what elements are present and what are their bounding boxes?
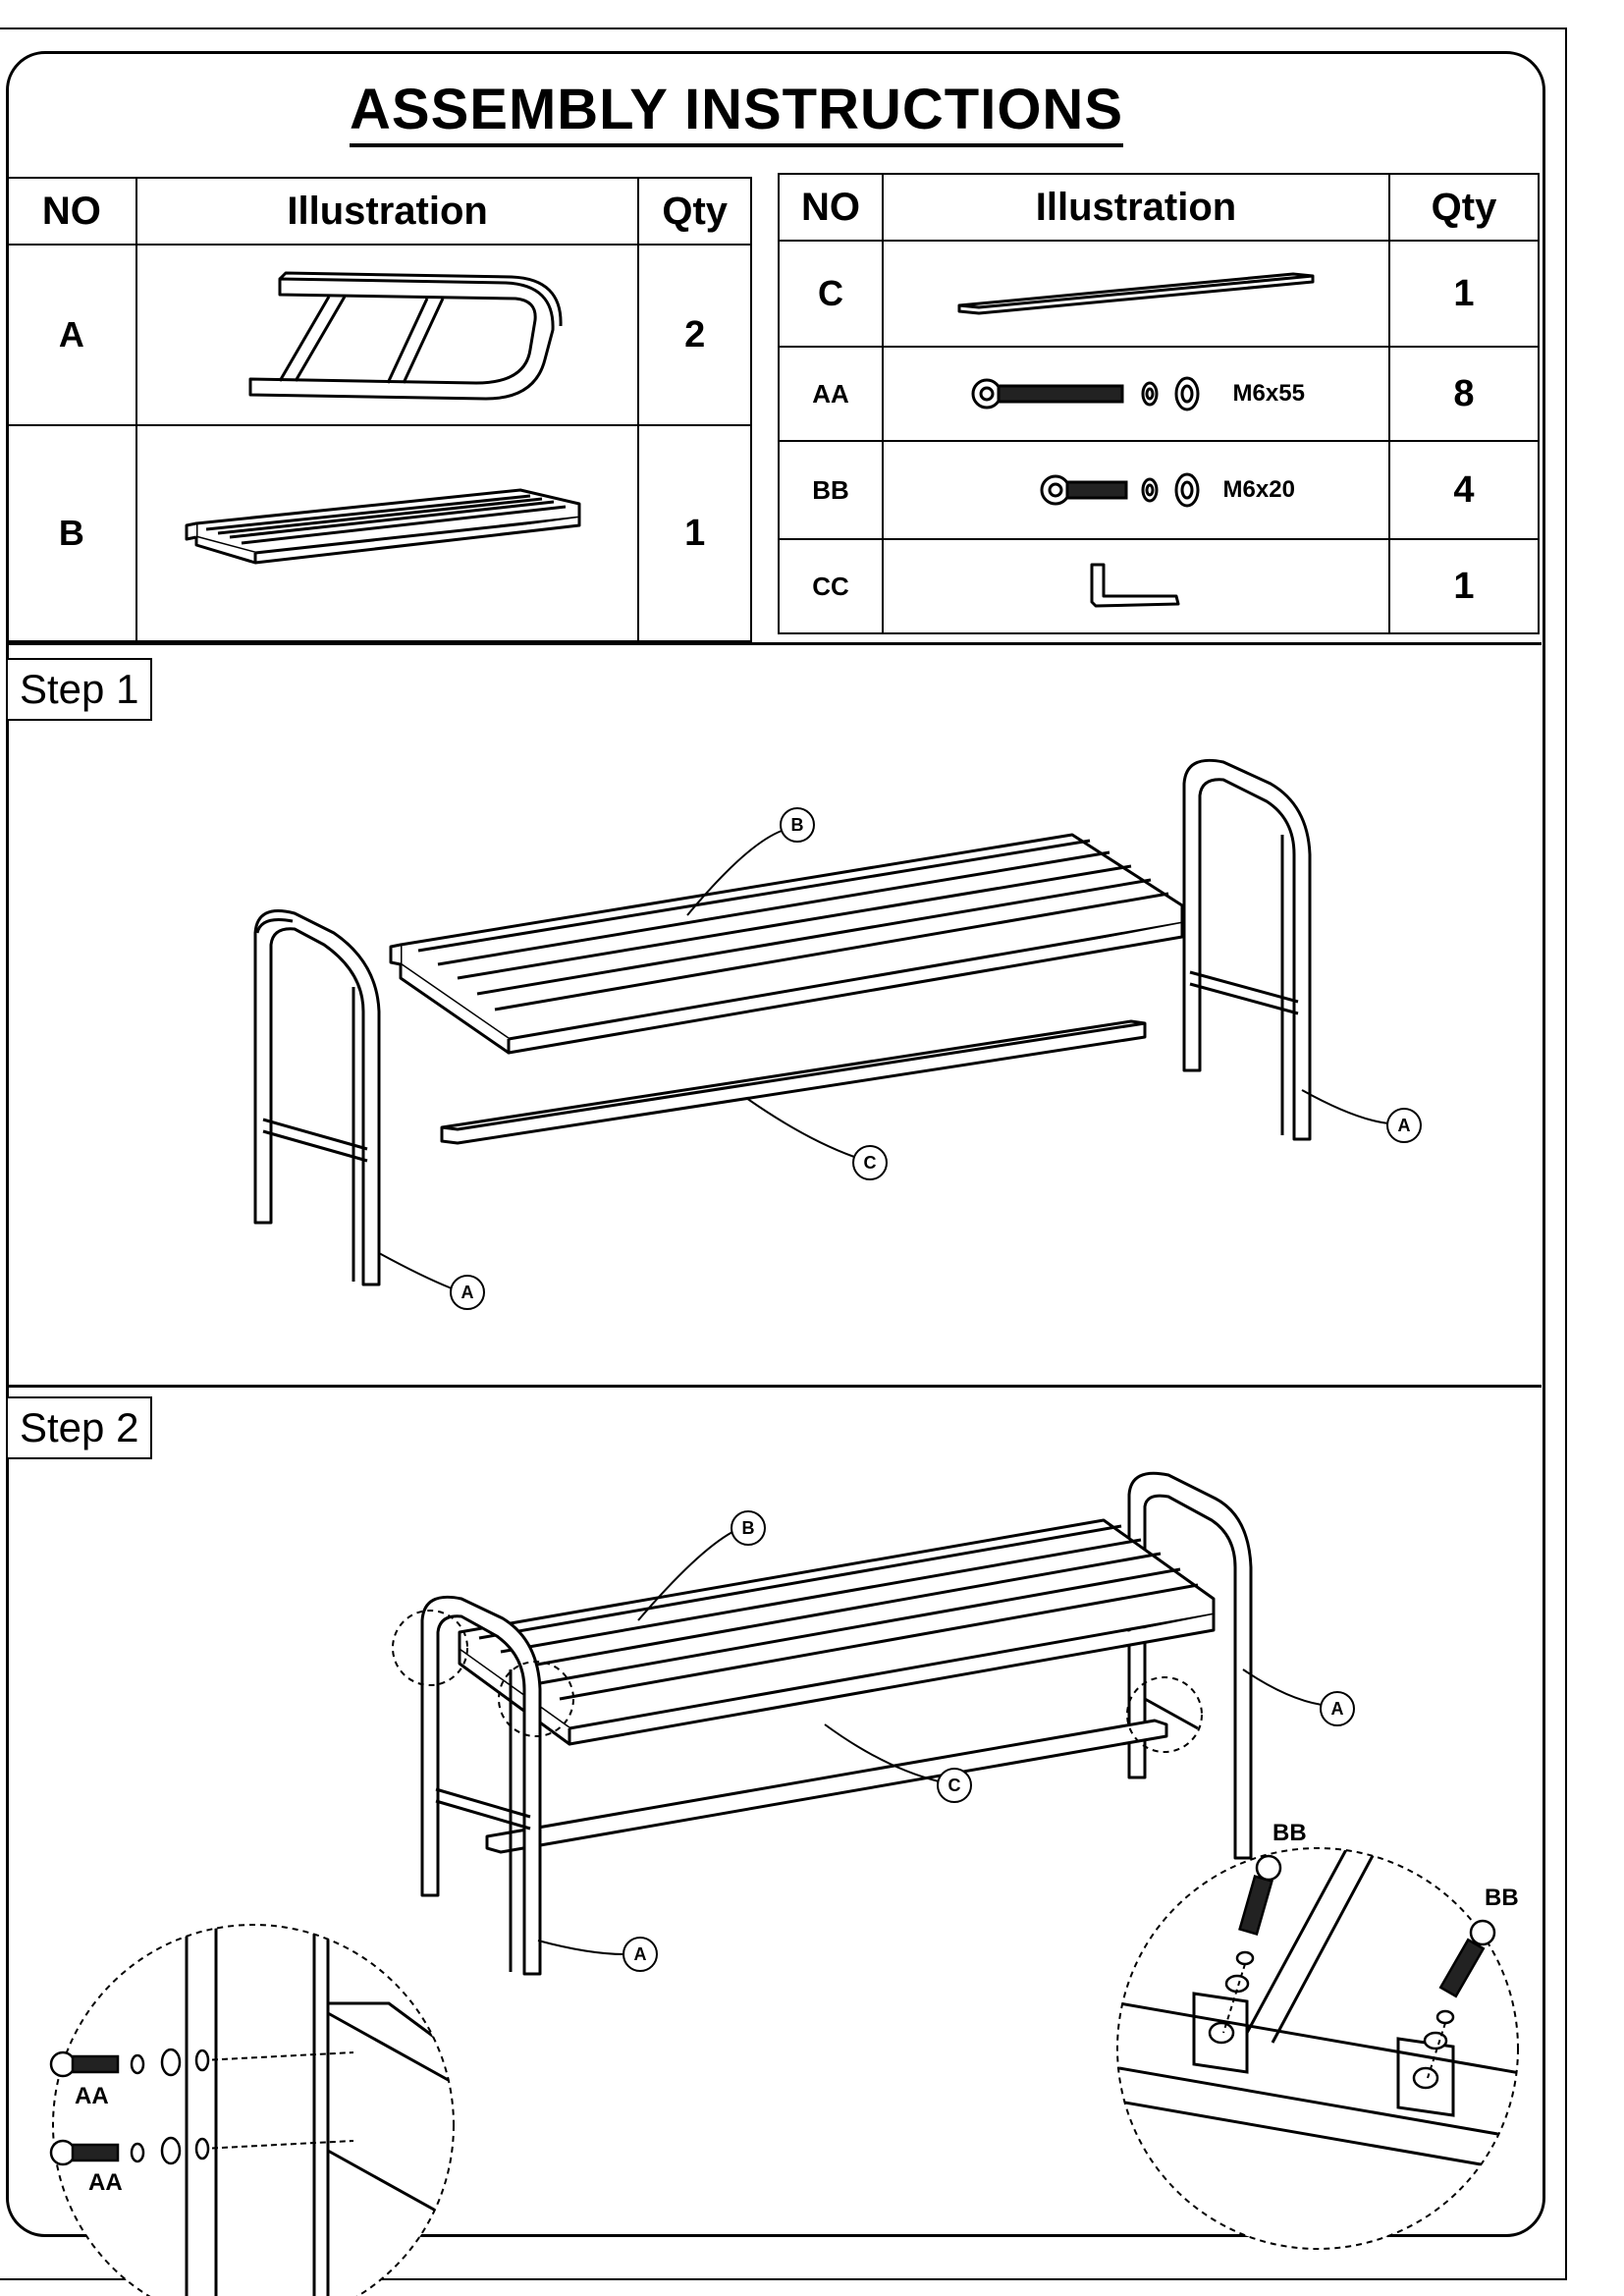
step-2-label: Step 2 bbox=[6, 1396, 153, 1459]
detail-zoom-left: AA AA bbox=[49, 1924, 455, 2296]
instruction-frame bbox=[6, 51, 1545, 2237]
callout-a-left: A bbox=[461, 1283, 474, 1302]
header-illustration: Illustration bbox=[882, 173, 1390, 242]
part-illustration bbox=[135, 244, 640, 426]
header-illustration: Illustration bbox=[135, 177, 640, 246]
step-2-diagram: B C A A bbox=[49, 1471, 1519, 2296]
part-row: BB M6x20 4 bbox=[778, 440, 1540, 540]
callout-b: B bbox=[742, 1518, 755, 1538]
part-no: BB bbox=[778, 440, 884, 540]
parts-table-left: NO Illustration Qty A 2 B bbox=[6, 177, 752, 642]
detail-marker bbox=[392, 1610, 468, 1686]
bolt-m6x20-icon bbox=[1040, 472, 1200, 508]
bolt-label: AA bbox=[75, 2083, 109, 2109]
left-leg-frame bbox=[253, 909, 381, 1286]
detail-zoom-right: BB BB bbox=[1116, 1820, 1519, 2250]
callout-b: B bbox=[791, 815, 804, 835]
parts-table-right: NO Illustration Qty C 1 AA bbox=[778, 173, 1540, 634]
part-row: A 2 bbox=[6, 244, 752, 426]
section-divider bbox=[6, 642, 1542, 645]
step-1-diagram: B C A A bbox=[253, 758, 1422, 1310]
part-row: C 1 bbox=[778, 240, 1540, 348]
cross-bar bbox=[440, 1019, 1147, 1145]
part-qty: 4 bbox=[1388, 440, 1540, 540]
part-no: C bbox=[778, 240, 884, 348]
bolt-size-label: M6x55 bbox=[1232, 380, 1305, 407]
detail-marker bbox=[1126, 1676, 1203, 1753]
callout-c: C bbox=[948, 1776, 961, 1795]
step-1-label: Step 1 bbox=[6, 658, 153, 721]
part-qty: 1 bbox=[1388, 538, 1540, 634]
callout-a-right: A bbox=[1398, 1116, 1411, 1135]
part-illustration: M6x20 bbox=[882, 440, 1390, 540]
header-qty: Qty bbox=[637, 177, 752, 246]
slatted-seat bbox=[389, 833, 1184, 1055]
part-row: CC 1 bbox=[778, 538, 1540, 634]
page-border bbox=[0, 27, 1567, 2280]
header-no: NO bbox=[778, 173, 884, 242]
detail-marker bbox=[498, 1661, 574, 1737]
part-qty: 2 bbox=[637, 244, 752, 426]
slatted-seat-icon bbox=[185, 488, 581, 565]
part-illustration bbox=[882, 538, 1390, 634]
part-qty: 1 bbox=[637, 424, 752, 642]
part-illustration bbox=[135, 424, 640, 642]
part-illustration bbox=[882, 240, 1390, 348]
header-qty: Qty bbox=[1388, 173, 1540, 242]
part-no: A bbox=[6, 244, 137, 426]
bolt-label: AA bbox=[88, 2169, 123, 2196]
bolt-label: BB bbox=[1485, 1885, 1519, 1911]
allen-key-icon bbox=[1090, 563, 1180, 608]
bench-leg-frame-icon bbox=[248, 271, 563, 401]
part-row: AA M6x55 8 bbox=[778, 346, 1540, 442]
part-no: AA bbox=[778, 346, 884, 442]
bolt-m6x55-icon bbox=[971, 376, 1200, 411]
bolt-size-label: M6x20 bbox=[1222, 476, 1295, 503]
part-qty: 1 bbox=[1388, 240, 1540, 348]
section-divider bbox=[6, 1385, 1542, 1388]
part-qty: 8 bbox=[1388, 346, 1540, 442]
part-no: CC bbox=[778, 538, 884, 634]
bolt-label: BB bbox=[1272, 1820, 1307, 1846]
cross-bar-icon bbox=[957, 272, 1315, 315]
page-title: ASSEMBLY INSTRUCTIONS bbox=[0, 77, 1473, 147]
right-leg-frame bbox=[1182, 758, 1312, 1141]
callout-a-right: A bbox=[1331, 1699, 1344, 1719]
header-no: NO bbox=[6, 177, 137, 246]
part-row: B 1 bbox=[6, 424, 752, 642]
part-no: B bbox=[6, 424, 137, 642]
callout-a-left: A bbox=[634, 1944, 647, 1964]
part-illustration: M6x55 bbox=[882, 346, 1390, 442]
callout-c: C bbox=[864, 1153, 877, 1173]
